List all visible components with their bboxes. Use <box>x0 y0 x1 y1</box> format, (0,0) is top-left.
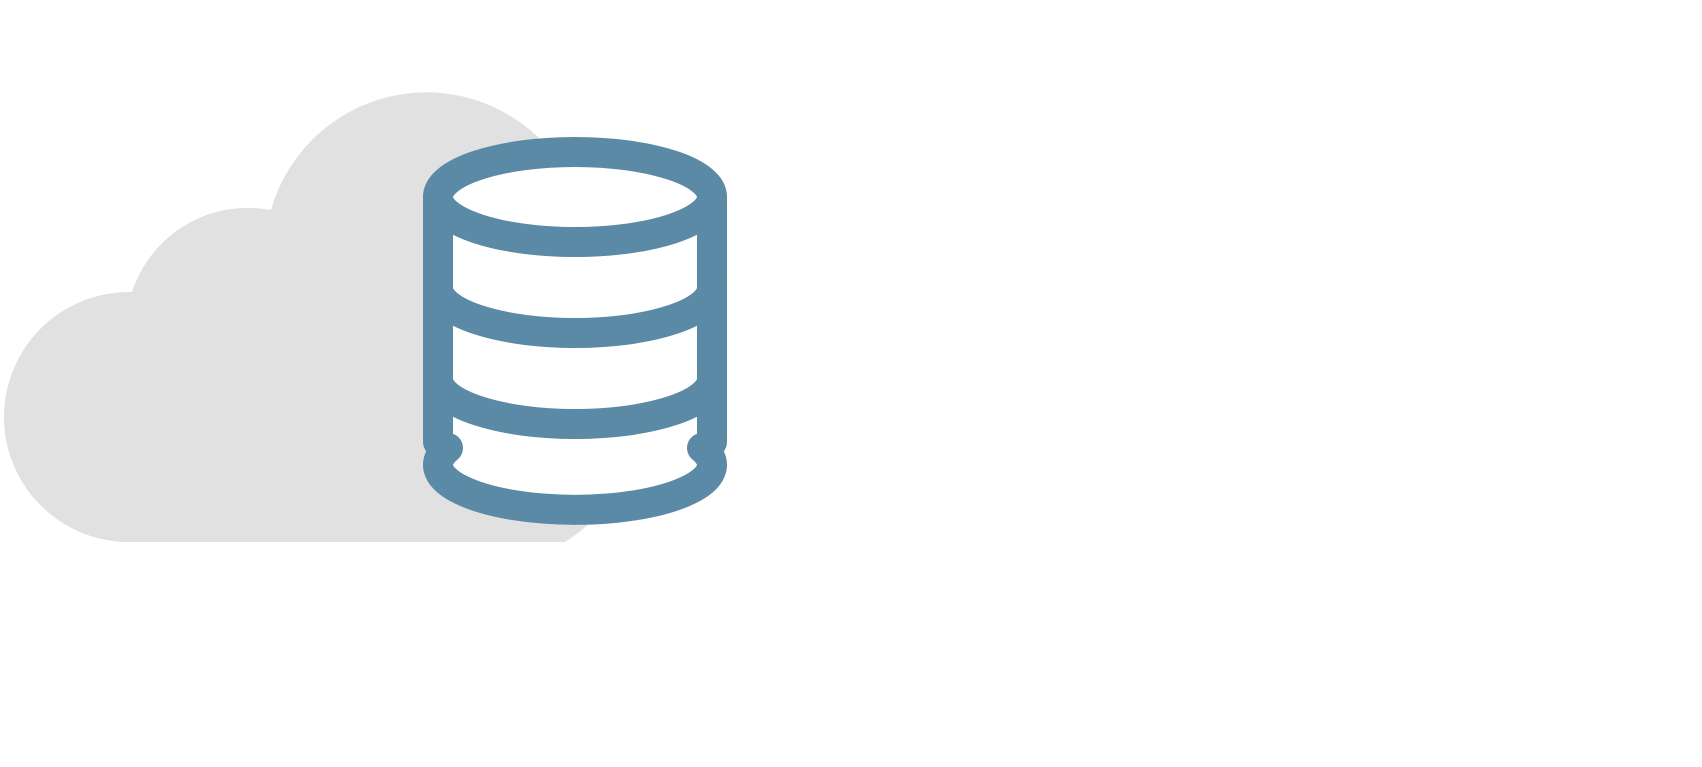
database-cylinder-icon <box>423 137 727 525</box>
database-tier-band-1 <box>423 273 727 348</box>
database-top-rim <box>423 137 727 257</box>
database-tier-band-2 <box>423 364 727 439</box>
database-base <box>423 433 727 525</box>
